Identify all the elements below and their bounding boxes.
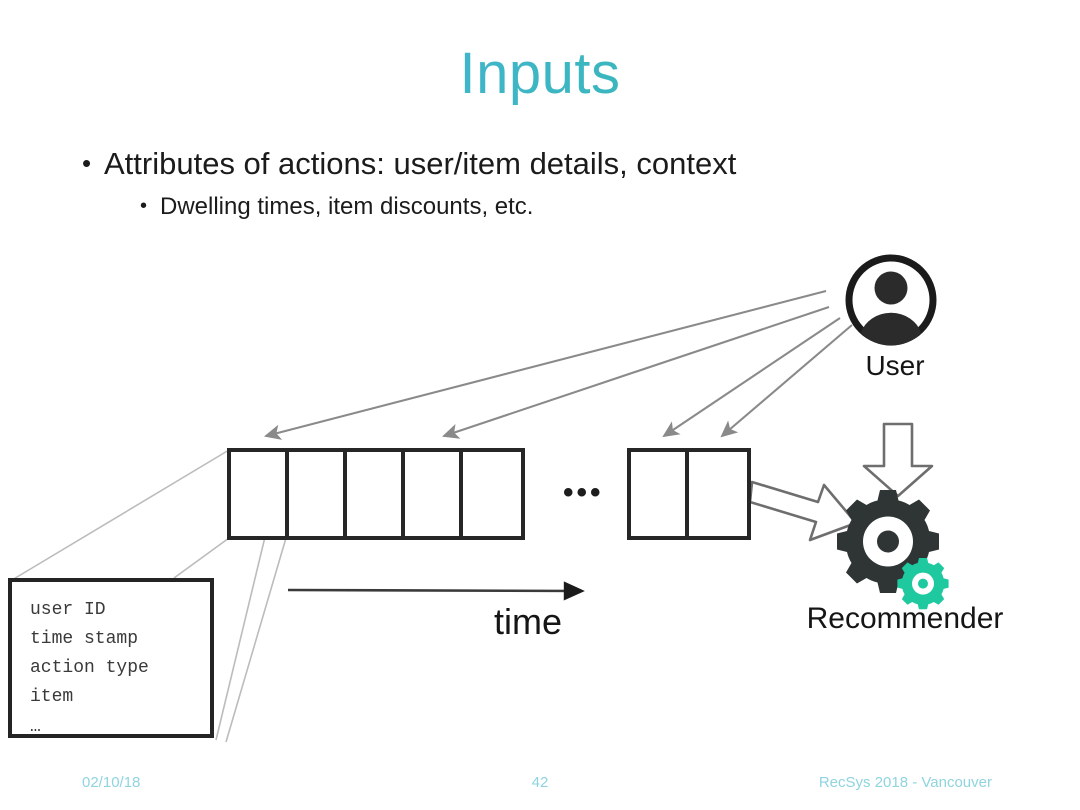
bullet-marker: • xyxy=(82,148,92,178)
bullet-marker: • xyxy=(140,195,148,217)
action-cell[interactable] xyxy=(631,452,689,536)
bullet-level1-text: Attributes of actions: user/item details… xyxy=(104,146,737,181)
detail-line: user ID xyxy=(30,600,106,620)
bullet-level2-text: Dwelling times, item discounts, etc. xyxy=(160,193,534,220)
detail-line: item xyxy=(30,687,74,708)
detail-line: … xyxy=(30,716,41,737)
action-cell[interactable] xyxy=(405,452,463,536)
action-cell[interactable] xyxy=(463,452,521,536)
time-axis-arrow xyxy=(287,581,585,601)
cells-to-recommender-block-arrow xyxy=(748,480,858,542)
recommender-label: Recommender xyxy=(806,602,1004,635)
footer-date: 02/10/18 xyxy=(82,774,141,791)
footer-event: RecSys 2018 - Vancouver xyxy=(818,774,992,791)
action-detail-box: user ID time stamp action type item … xyxy=(8,578,214,738)
detail-line: action type xyxy=(30,658,149,679)
action-cell[interactable] xyxy=(231,452,289,536)
bullet-level1: • Attributes of actions: user/item detail… xyxy=(82,146,736,182)
detail-line: time stamp xyxy=(30,629,139,650)
time-axis-label: time xyxy=(494,601,563,642)
action-cell[interactable] xyxy=(289,452,347,536)
action-cell[interactable] xyxy=(689,452,747,536)
sequence-ellipsis: ••• xyxy=(563,476,604,509)
bullet-level2: • Dwelling times, item discounts, etc. xyxy=(140,193,533,221)
footer-page-number: 42 xyxy=(531,774,549,791)
user-avatar-icon xyxy=(845,254,937,346)
small-gear-icon xyxy=(897,558,949,610)
action-sequence-group-a xyxy=(227,448,525,540)
user-to-recommender-block-arrow xyxy=(862,422,934,498)
user-label: User xyxy=(865,350,925,381)
page-title: Inputs xyxy=(0,43,1080,105)
user-to-cells-arrows xyxy=(263,289,853,440)
action-sequence-group-b xyxy=(627,448,751,540)
action-cell[interactable] xyxy=(347,452,405,536)
